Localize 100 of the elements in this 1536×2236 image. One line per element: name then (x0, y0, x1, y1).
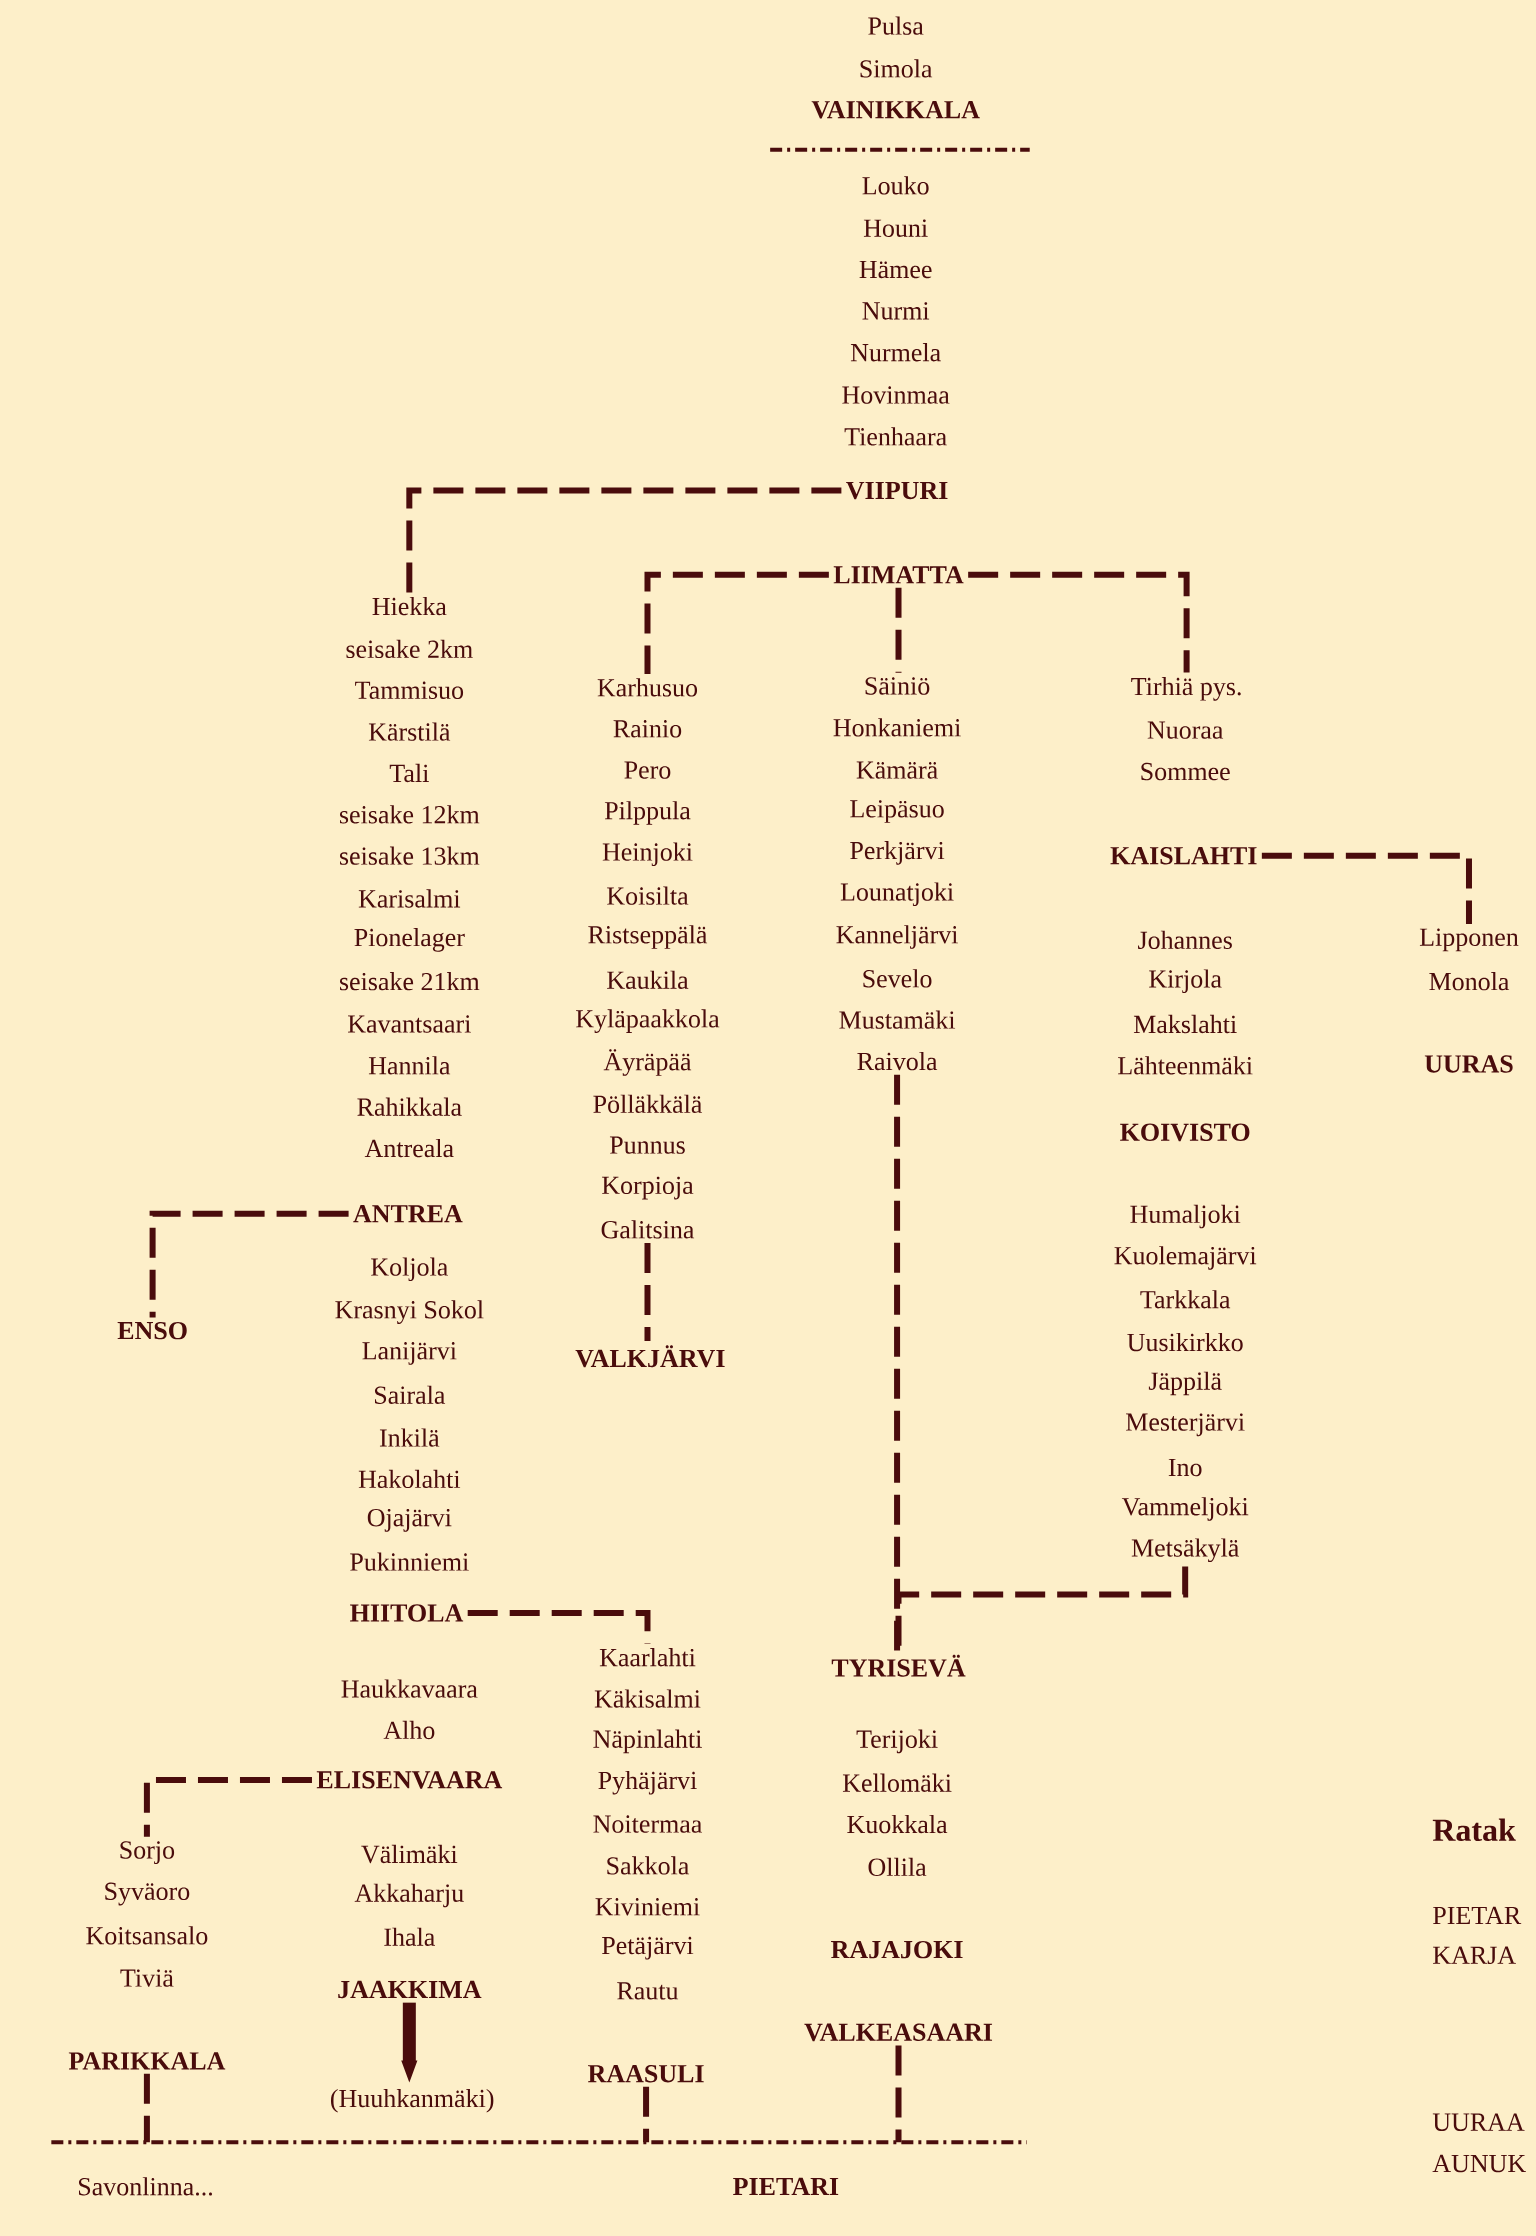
station-name: UURAS (1424, 1055, 1513, 1073)
station-name: ELISENVAARA (316, 1771, 503, 1789)
station-name: Uusikirkko (1127, 1332, 1243, 1352)
station-name: Sorjo (120, 1841, 175, 1864)
station-name: Sommee (1141, 762, 1230, 781)
station-name: (Huuhkanmäki) (331, 2089, 494, 2113)
station-name: VALKEASAARI (804, 2023, 993, 2042)
station-name: Karhusuo (597, 678, 698, 697)
station-name: HIITOLA (350, 1604, 464, 1622)
station-name: Tiviä (120, 1969, 174, 1987)
station-name: Alho (383, 1720, 435, 1740)
station-name: Kellomäki (842, 1773, 952, 1792)
station-name: Antreala (364, 1138, 454, 1158)
station-name: TYRISEVÄ (831, 1654, 966, 1677)
station-name: seisake 13km (340, 846, 480, 865)
station-name: seisake 21km (340, 972, 480, 991)
track-line (467, 1610, 651, 1644)
station-name: Inkilä (379, 1428, 440, 1447)
station-name: Lipponen (1419, 928, 1519, 952)
station-name: LIIMATTA (833, 566, 964, 584)
station-name: Monola (1429, 972, 1510, 991)
station-name: Louko (862, 176, 929, 195)
station-name: Kaarlahti (599, 1648, 696, 1667)
station-name: Ino (1168, 1458, 1202, 1477)
station-name: Kavantsaari (348, 1015, 471, 1033)
station-name: Pilppula (604, 801, 691, 825)
track-line (968, 571, 1190, 673)
station-name: Tammisuo (355, 681, 464, 699)
station-name: Tali (389, 763, 429, 783)
track-line (895, 587, 902, 673)
station-name: Nurmela (850, 343, 941, 362)
station-name: Simola (860, 59, 933, 78)
station-name: Honkaniemi (833, 718, 961, 737)
station-name: Lähteenmäki (1118, 1056, 1253, 1075)
track-line (895, 2045, 902, 2143)
station-name: Pölläkkälä (593, 1094, 703, 1113)
station-name: Perkjärvi (850, 841, 945, 865)
station-name: Pionelager (354, 928, 465, 952)
station-name: Hakolahti (358, 1469, 461, 1489)
station-name: JAAKKIMA (338, 1980, 482, 1999)
station-name: Hannila (368, 1056, 451, 1075)
station-name: Hämee (859, 260, 932, 279)
station-name: Raivola (857, 1051, 938, 1071)
station-name: Punnus (609, 1136, 685, 1154)
station-name: Koitsansalo (86, 1926, 208, 1945)
station-name: Haukkavaara (341, 1679, 478, 1698)
station-name: ENSO (117, 1321, 187, 1340)
station-name: Ojajärvi (367, 1508, 452, 1532)
station-name: Terijoki (856, 1729, 938, 1754)
track-line (149, 1210, 349, 1318)
station-name: Äyräpää (603, 1049, 692, 1076)
station-name: Ollila (868, 1857, 927, 1877)
track-line (644, 1242, 651, 1341)
station-name: Tirhiä pys. (1131, 677, 1241, 701)
track-line (143, 2073, 150, 2143)
station-name: Jäppilä (1148, 1371, 1222, 1396)
station-name: KARJA (1433, 1946, 1516, 1965)
station-name: Kaukila (607, 970, 689, 989)
station-name: Koljola (371, 1257, 448, 1282)
station-name: Sakkola (607, 1856, 690, 1875)
station-name: ANTREA (353, 1205, 463, 1223)
station-name: Johannes (1138, 930, 1232, 949)
station-name: PARIKKALA (68, 2052, 226, 2070)
track-line (644, 571, 829, 674)
station-name: Ristseppälä (588, 925, 708, 949)
station-name: Humaljoki (1130, 1204, 1241, 1229)
station-name: AUNUK (1432, 2154, 1526, 2173)
station-name: PIETARI (733, 2177, 839, 2195)
station-name: Sairala (374, 1385, 446, 1404)
station-name: Karisalmi (358, 889, 461, 908)
station-name: VAINIKKALA (811, 101, 980, 119)
station-name: seisake 2km (346, 639, 473, 659)
station-name: KOIVISTO (1120, 1123, 1250, 1142)
station-name: Kyläpaakkola (576, 1009, 720, 1033)
station-name: Ihala (384, 1927, 435, 1946)
station-name: VALKJÄRVI (575, 1345, 725, 1368)
station-name: Lounatjoki (840, 882, 954, 906)
station-name: Mesterjärvi (1126, 1413, 1245, 1437)
station-name: Kämärä (856, 761, 938, 779)
station-name: Kuokkala (847, 1814, 948, 1834)
station-name: Metsäkylä (1131, 1538, 1239, 1563)
station-name: Korpioja (602, 1176, 694, 1200)
station-name: Krasnyi Sokol (335, 1300, 484, 1324)
track-line (1261, 852, 1472, 925)
station-name: Heinjoki (602, 842, 693, 867)
station-name: Kanneljärvi (836, 925, 958, 949)
station-name: Kiviniemi (595, 1898, 700, 1916)
station-name: Koisilta (607, 886, 689, 905)
station-name: Rainio (613, 720, 682, 738)
station-name: Kärstilä (368, 722, 451, 741)
track-line (143, 1776, 312, 1837)
track-line (406, 487, 842, 593)
station-name: Rahikkala (357, 1097, 462, 1116)
track-line (894, 1074, 901, 1651)
station-name: Rautu (617, 1982, 679, 2000)
station-name: Lanijärvi (362, 1342, 457, 1365)
station-name: Käkisalmi (594, 1689, 701, 1708)
station-name: PIETAR (1433, 1906, 1522, 1924)
station-name: VIIPURI (846, 481, 948, 500)
station-name: Pukinniemi (350, 1552, 469, 1571)
